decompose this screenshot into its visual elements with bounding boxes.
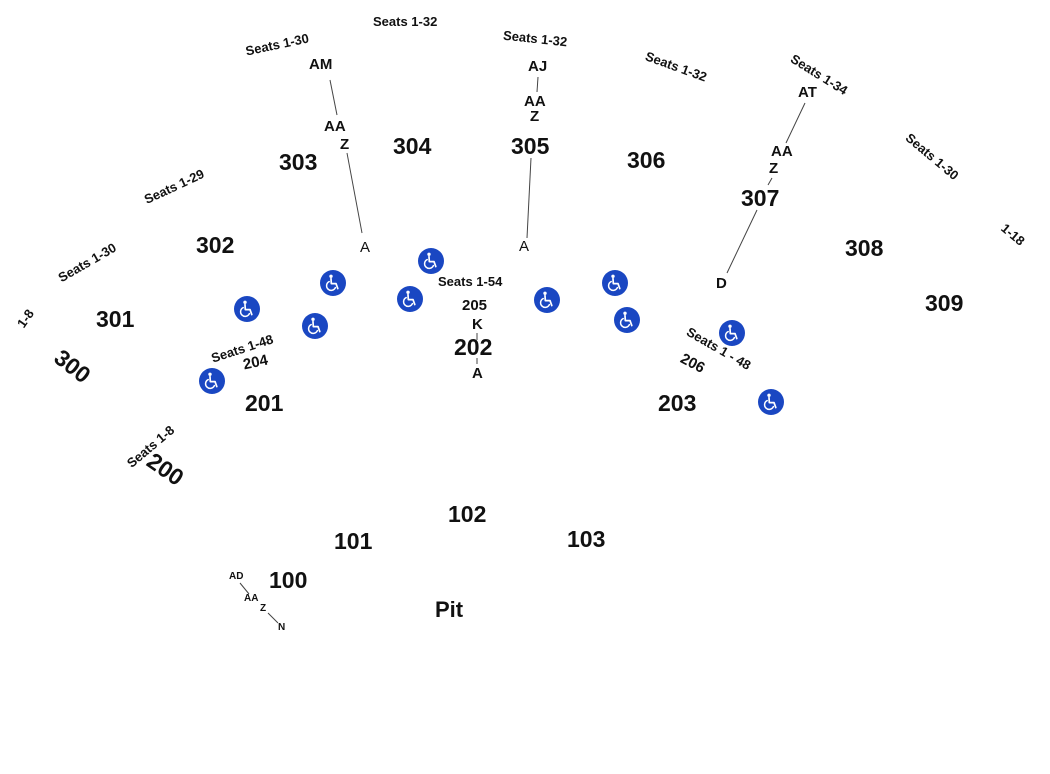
seats-label-308: Seats 1-30	[902, 130, 962, 183]
seats-label-205: Seats 1-54	[438, 274, 503, 289]
row-307-aa: AA	[771, 143, 793, 160]
aisle-line-100-lower	[267, 612, 279, 624]
wheelchair-icon[interactable]	[397, 286, 423, 312]
aisle-line-303-lower	[346, 152, 363, 234]
section-301[interactable]: 301	[96, 306, 135, 332]
seats-label-305: Seats 1-32	[502, 27, 568, 50]
row-303-aa: AA	[324, 118, 346, 135]
row-307-z: Z	[769, 160, 779, 177]
section-306[interactable]: 306	[627, 147, 666, 173]
wheelchair-icon[interactable]	[199, 368, 225, 394]
wheelchair-icon[interactable]	[302, 313, 328, 339]
aisle-line-307-lower	[726, 209, 758, 274]
row-305-z: Z	[530, 108, 540, 125]
aisle-line-303-upper	[329, 79, 338, 116]
seats-label-301: Seats 1-30	[55, 239, 119, 286]
section-309[interactable]: 309	[925, 290, 964, 316]
seats-label-302: Seats 1-29	[141, 166, 207, 207]
row-202-a: A	[472, 365, 483, 382]
row-100-z: Z	[260, 603, 267, 614]
row-100-n: N	[278, 622, 286, 633]
wheelchair-icon[interactable]	[320, 270, 346, 296]
row-303-z: Z	[340, 136, 350, 153]
section-202[interactable]: 202	[454, 334, 493, 360]
aisle-line-307-mid	[767, 177, 773, 186]
row-305-aj: AJ	[528, 58, 548, 75]
aisle-line-307-upper	[785, 102, 806, 144]
section-101[interactable]: 101	[334, 528, 373, 554]
row-305-aa: AA	[524, 93, 546, 110]
wheelchair-icon[interactable]	[234, 296, 260, 322]
row-202-k: K	[472, 316, 483, 333]
seats-label-309: 1-18	[998, 220, 1028, 249]
wheelchair-icon[interactable]	[418, 248, 444, 274]
wheelchair-icon[interactable]	[614, 307, 640, 333]
section-102[interactable]: 102	[448, 501, 487, 527]
row-100-aa: AA	[244, 593, 259, 604]
row-305-a: A	[519, 238, 530, 255]
section-203[interactable]: 203	[658, 390, 697, 416]
seats-label-304: Seats 1-32	[373, 14, 438, 29]
aisle-line-305-lower	[526, 157, 532, 239]
section-300[interactable]: 300	[49, 344, 96, 389]
section-305[interactable]: 305	[511, 133, 550, 159]
section-304[interactable]: 304	[393, 133, 432, 159]
section-206[interactable]: 206	[677, 350, 708, 377]
section-204[interactable]: 204	[241, 351, 270, 374]
row-307-at: AT	[798, 84, 817, 101]
section-100[interactable]: 100	[269, 567, 308, 593]
section-201[interactable]: 201	[245, 390, 284, 416]
row-303-am: AM	[309, 56, 333, 73]
row-100-ad: AD	[229, 571, 244, 582]
seats-label-303: Seats 1-30	[244, 30, 311, 59]
wheelchair-icon[interactable]	[758, 389, 784, 415]
section-103[interactable]: 103	[567, 526, 606, 552]
row-307-d: D	[716, 275, 727, 292]
seats-label-306: Seats 1-32	[643, 48, 709, 85]
section-205[interactable]: 205	[462, 297, 488, 314]
section-303[interactable]: 303	[279, 149, 318, 175]
wheelchair-icon[interactable]	[719, 320, 745, 346]
section-pit[interactable]: Pit	[435, 597, 464, 622]
seats-label-300: 1-8	[13, 306, 37, 331]
section-308[interactable]: 308	[845, 235, 884, 261]
wheelchair-icon[interactable]	[534, 287, 560, 313]
section-307[interactable]: 307	[741, 185, 780, 211]
wheelchair-icon[interactable]	[602, 270, 628, 296]
aisle-line-305-upper	[536, 76, 539, 93]
section-302[interactable]: 302	[196, 232, 235, 258]
row-303-a: A	[360, 239, 371, 256]
